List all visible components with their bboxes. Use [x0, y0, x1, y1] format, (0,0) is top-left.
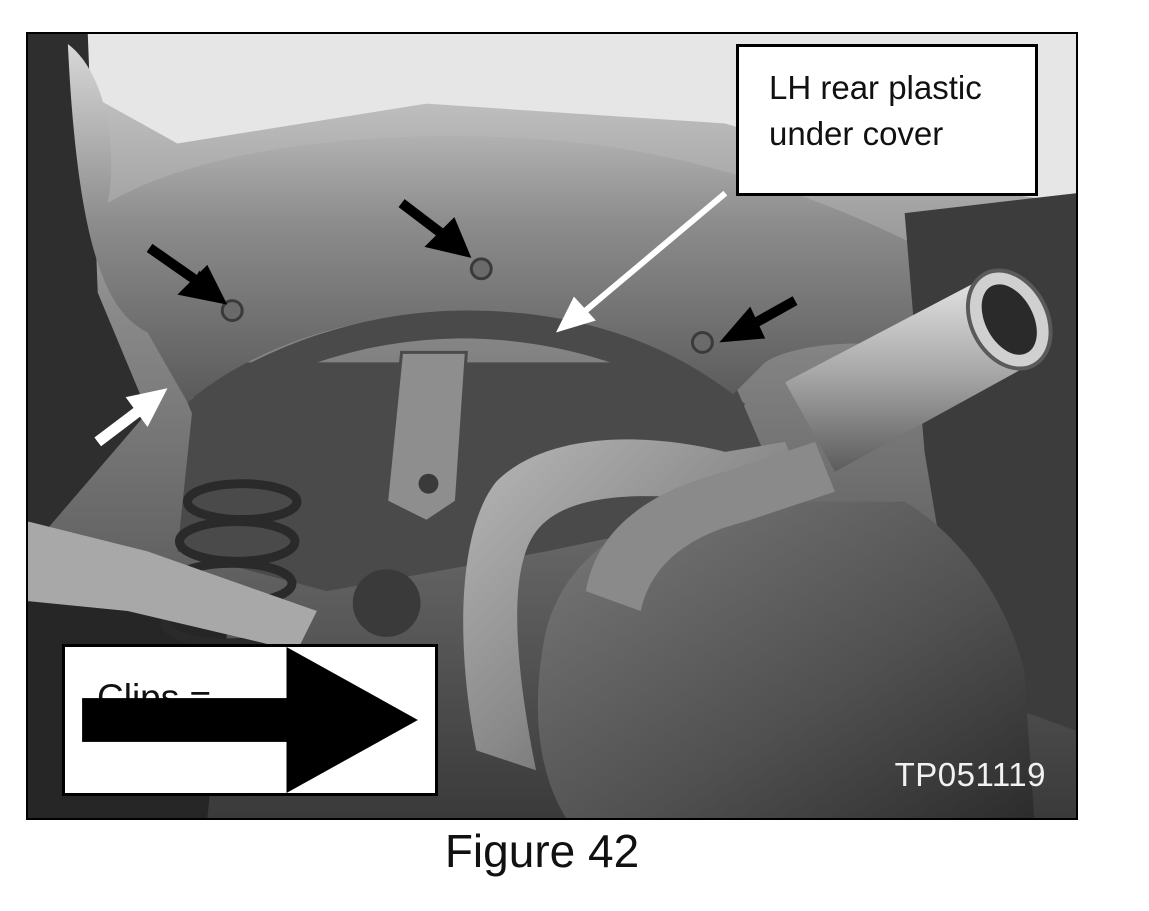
white-pointer-arrow-left	[94, 388, 168, 447]
cover-callout-box: LH rear plastic under cover	[736, 44, 1038, 196]
hanger-bracket	[385, 350, 468, 524]
muffler	[537, 501, 1035, 818]
figure-photo: LH rear plastic under cover Clips = TP05…	[26, 32, 1078, 820]
tailpipe	[585, 441, 835, 612]
under-cover-edge	[187, 310, 746, 427]
photo-id-label: TP051119	[894, 756, 1046, 793]
cover-callout-line2: under cover	[769, 115, 944, 152]
clip-spot-2	[469, 257, 493, 281]
clip-arrow-3	[719, 296, 798, 343]
right-arrow-icon	[82, 647, 418, 793]
lh-rear-under-cover	[67, 43, 1025, 403]
clip-spot-3	[690, 330, 714, 354]
clip-arrow-2	[398, 199, 472, 258]
white-pointer-arrow-cover	[555, 190, 728, 333]
clips-legend-row: Clips =	[82, 647, 435, 793]
rubber-bushing	[352, 569, 421, 637]
figure-caption: Figure 42	[444, 825, 640, 877]
clip-arrow-1	[146, 243, 228, 305]
lower-control-arm	[28, 521, 317, 651]
suspension-cavity	[177, 362, 786, 592]
clip-spot-1	[220, 299, 244, 323]
cover-callout-line1: LH rear plastic	[769, 69, 982, 106]
exhaust-tip-inner	[981, 284, 1037, 355]
clips-legend-box: Clips =	[62, 644, 438, 796]
bracket-hole	[418, 473, 439, 494]
